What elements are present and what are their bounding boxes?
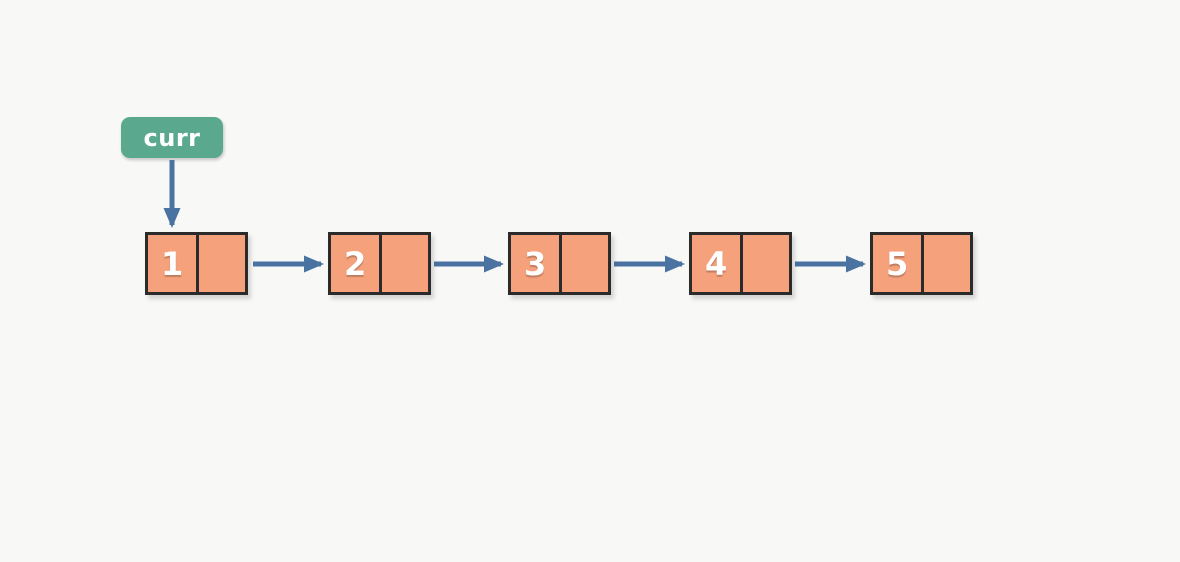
node-value: 2 xyxy=(331,235,383,292)
list-node-4: 4 xyxy=(689,232,792,295)
list-node-5: 5 xyxy=(870,232,973,295)
node-next-cell xyxy=(199,235,245,292)
node-next-cell xyxy=(382,235,428,292)
node-value: 1 xyxy=(148,235,200,292)
list-node-3: 3 xyxy=(508,232,611,295)
node-next-cell xyxy=(924,235,970,292)
node-next-cell xyxy=(743,235,789,292)
curr-pointer-label: curr xyxy=(121,117,223,158)
node-next-cell xyxy=(562,235,608,292)
node-value: 3 xyxy=(511,235,563,292)
list-node-2: 2 xyxy=(328,232,431,295)
list-node-1: 1 xyxy=(145,232,248,295)
node-value: 4 xyxy=(692,235,744,292)
node-value: 5 xyxy=(873,235,925,292)
